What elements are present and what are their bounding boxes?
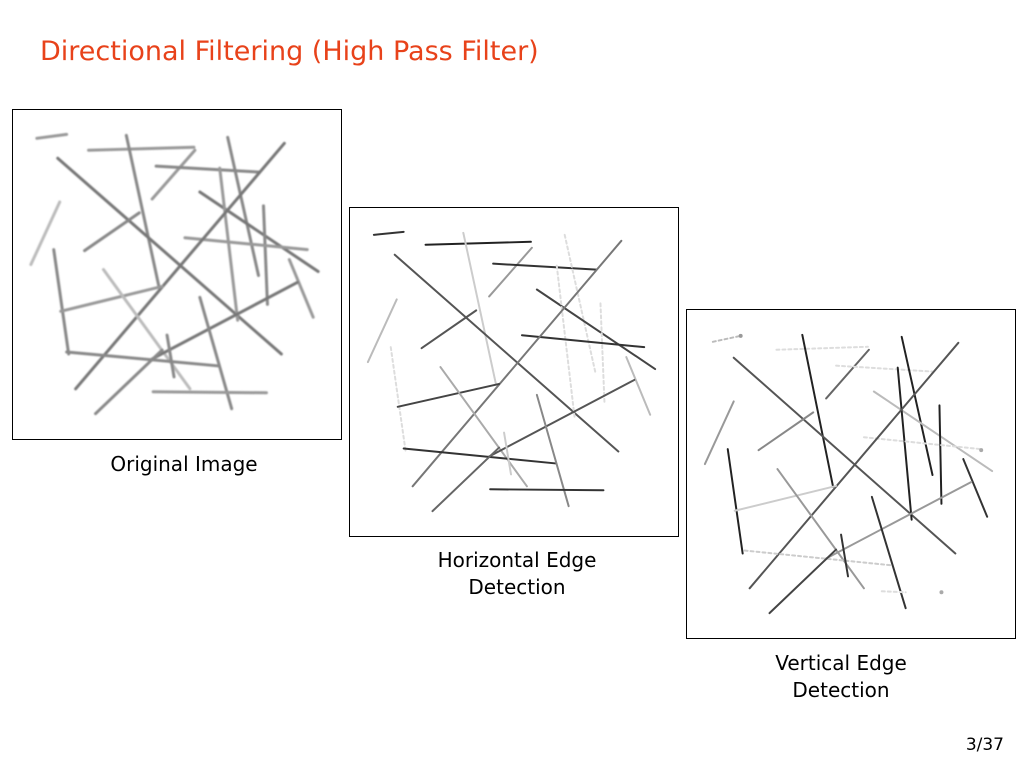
vertical-edge-image	[686, 309, 1016, 639]
slide-number: 3/37	[965, 735, 1004, 755]
original-image-lines	[29, 132, 320, 416]
caption-line: Detection	[468, 575, 566, 599]
horizontal-edge-lines	[366, 230, 657, 513]
caption-line: Horizontal Edge	[437, 548, 597, 572]
caption-line: Vertical Edge	[775, 651, 907, 675]
caption-vertical-edge: Vertical Edge Detection	[674, 650, 1008, 704]
caption-line: Detection	[792, 678, 890, 702]
vertical-edge-lines	[703, 333, 994, 615]
caption-horizontal-edge: Horizontal Edge Detection	[349, 547, 685, 601]
slide-title: Directional Filtering (High Pass Filter)	[40, 36, 539, 67]
caption-original-image: Original Image	[12, 451, 356, 478]
horizontal-edge-image	[349, 207, 679, 537]
original-image	[12, 109, 342, 440]
caption-line: Original Image	[110, 452, 258, 476]
